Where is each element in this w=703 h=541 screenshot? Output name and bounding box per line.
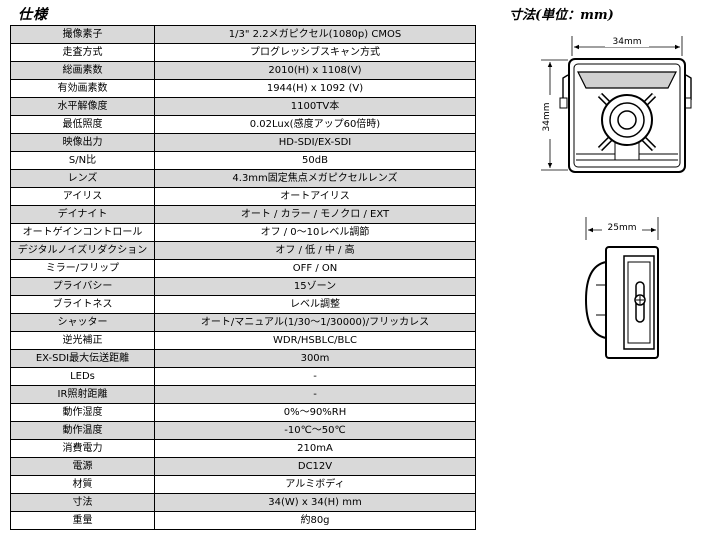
spec-value: 2010(H) x 1108(V): [154, 61, 476, 80]
spec-label: 映像出力: [10, 133, 155, 152]
spec-value: オフ / 0～10レベル調節: [154, 223, 476, 242]
table-row: ブライトネスレベル調整: [10, 295, 476, 314]
table-row: アイリスオートアイリス: [10, 187, 476, 206]
spec-value: HD-SDI/EX-SDI: [154, 133, 476, 152]
spec-value: DC12V: [154, 457, 476, 476]
spec-value: 0.02Lux(感度アップ60倍時): [154, 115, 476, 134]
spec-value: -: [154, 385, 476, 404]
table-row: デジタルノイズリダクションオフ / 低 / 中 / 高: [10, 241, 476, 260]
spec-label: レンズ: [10, 169, 155, 188]
spec-label: IR照射距離: [10, 385, 155, 404]
spec-label: デジタルノイズリダクション: [10, 241, 155, 260]
spec-value: 1100TV本: [154, 97, 476, 116]
spec-value: オートアイリス: [154, 187, 476, 206]
dimension-heading: 寸法(単位：mm): [509, 8, 614, 23]
spec-value: WDR/HSBLC/BLC: [154, 331, 476, 350]
spec-label: 総画素数: [10, 61, 155, 80]
spec-label: S/N比: [10, 151, 155, 170]
side-view-drawing: 25mm: [584, 217, 659, 359]
spec-value: 50dB: [154, 151, 476, 170]
spec-value: 0%～90%RH: [154, 403, 476, 422]
spec-value: 15ゾーン: [154, 277, 476, 296]
table-row: IR照射距離-: [10, 385, 476, 404]
lens-inner-ring: [617, 110, 637, 130]
spec-label: アイリス: [10, 187, 155, 206]
spec-heading: 仕様: [18, 7, 48, 23]
spec-label: 撮像素子: [10, 25, 155, 44]
spec-label: 逆光補正: [10, 331, 155, 350]
spec-label: 走査方式: [10, 43, 155, 62]
spec-label: ミラー/フリップ: [10, 259, 155, 278]
spec-label: 動作湿度: [10, 403, 155, 422]
spec-value: プログレッシブスキャン方式: [154, 43, 476, 62]
spec-label: 最低照度: [10, 115, 155, 134]
side-depth-label: 25mm: [608, 223, 637, 233]
spec-label: ブライトネス: [10, 295, 155, 314]
table-row: 走査方式プログレッシブスキャン方式: [10, 43, 476, 62]
spec-value: オフ / 低 / 中 / 高: [154, 241, 476, 260]
spec-label: デイナイト: [10, 205, 155, 224]
spec-label: 有効画素数: [10, 79, 155, 98]
spec-label: 重量: [10, 511, 155, 530]
side-lens-dome: [584, 260, 607, 340]
front-view-drawing: 34mm 34mm: [540, 35, 692, 173]
spec-value: -: [154, 367, 476, 386]
table-row: 重量約80g: [10, 511, 476, 530]
front-height-label: 34mm: [542, 103, 552, 132]
front-width-label: 34mm: [613, 37, 642, 47]
spec-value: 1/3" 2.2メガピクセル(1080p) CMOS: [154, 25, 476, 44]
spec-value: 約80g: [154, 511, 476, 530]
spec-value: 34(W) x 34(H) mm: [154, 493, 476, 512]
spec-value: -10℃～50℃: [154, 421, 476, 440]
table-row: デイナイトオート / カラー / モノクロ / EXT: [10, 205, 476, 224]
spec-label: シャッター: [10, 313, 155, 332]
table-row: オートゲインコントロールオフ / 0～10レベル調節: [10, 223, 476, 242]
